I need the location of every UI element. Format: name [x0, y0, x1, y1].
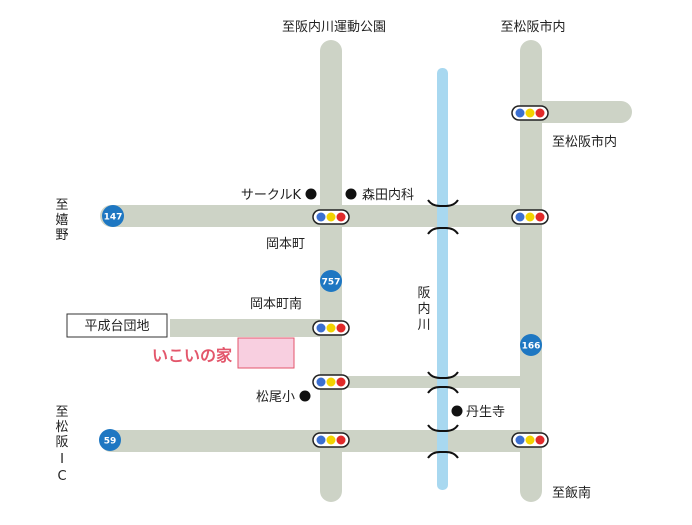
- landmark-dot-icon: [305, 188, 317, 200]
- label-left-bottom-char: 松: [55, 420, 68, 435]
- bridges: [427, 199, 459, 459]
- label-left-bottom-char: C: [57, 469, 66, 484]
- label-left-bottom-char: 至: [55, 405, 68, 420]
- label-left-top-char: 嬉: [55, 213, 68, 228]
- signal-right-59: [511, 432, 549, 448]
- bridge-icon: [427, 199, 459, 235]
- road-okamoto-minami: [170, 319, 342, 337]
- landmark-dot-icon: [299, 390, 311, 402]
- label-top-right: 至松阪市内: [500, 19, 565, 35]
- route-shield-166-label: 166: [522, 342, 541, 352]
- signal-okamoto: [312, 209, 350, 225]
- label-left-bottom-char: 阪: [55, 435, 68, 450]
- landmark-dot-icon: [451, 405, 463, 417]
- label-left-bottom: 至 松 阪 I C: [55, 405, 68, 484]
- label-matsuo-school: 松尾小: [256, 390, 295, 405]
- label-left-bottom-char: I: [60, 452, 64, 467]
- bridge-icon: [427, 424, 459, 459]
- label-top-center: 至阪内川運動公園: [282, 19, 386, 35]
- landmark-dot-icon: [345, 188, 357, 200]
- label-river: 阪 内 川: [417, 286, 430, 333]
- label-river-char: 内: [417, 301, 430, 317]
- roads: [100, 40, 632, 502]
- heisei-danchi-box: [66, 313, 168, 338]
- label-circle-k: サークルK: [241, 188, 302, 203]
- label-bottom-right: 至飯南: [552, 485, 591, 501]
- bridge-icon: [427, 371, 459, 394]
- destination-box: [237, 337, 295, 369]
- signal-okamoto-minami: [312, 320, 350, 336]
- signal-right-branch: [511, 105, 549, 121]
- road-right-branch: [520, 101, 632, 123]
- river-sakauchi: [437, 68, 448, 490]
- destination-label: いこいの家: [152, 346, 233, 365]
- label-river-char: 阪: [417, 286, 430, 301]
- label-morita-clinic: 森田内科: [362, 187, 414, 203]
- heisei-danchi-label: 平成台団地: [84, 319, 149, 334]
- route-shield-59-label: 59: [104, 437, 117, 447]
- signal-right-147: [511, 209, 549, 225]
- route-shield-757: 757: [320, 270, 342, 292]
- label-left-top: 至 嬉 野: [55, 198, 68, 243]
- label-river-char: 川: [417, 318, 430, 333]
- label-left-top-char: 野: [55, 228, 68, 243]
- signal-middle: [312, 374, 350, 390]
- signal-left-59: [312, 432, 350, 448]
- route-shield-59: 59: [99, 429, 121, 451]
- road-middle: [320, 376, 542, 388]
- route-shield-166: 166: [520, 334, 542, 356]
- label-tanjoji: 丹生寺: [466, 405, 505, 420]
- label-okamoto: 岡本町: [266, 237, 305, 252]
- label-left-top-char: 至: [55, 198, 68, 213]
- route-shield-757-label: 757: [322, 278, 341, 288]
- route-shield-147-label: 147: [104, 213, 123, 223]
- label-right-branch: 至松阪市内: [552, 134, 617, 150]
- label-okamoto-minami: 岡本町南: [250, 296, 302, 312]
- route-shield-147: 147: [102, 205, 124, 227]
